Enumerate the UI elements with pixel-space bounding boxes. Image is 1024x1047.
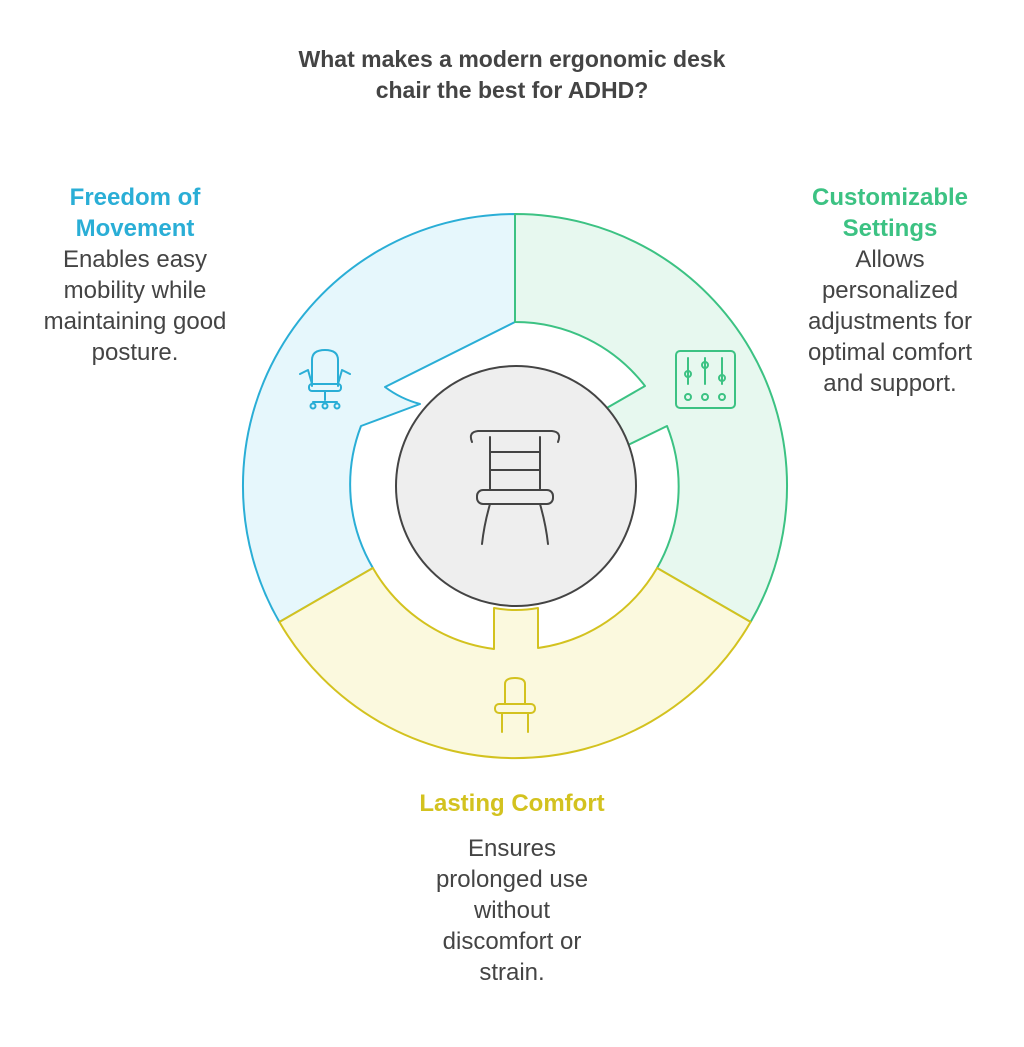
desc-freedom-line: posture. (91, 339, 179, 366)
desc-custom-line: adjustments for (807, 308, 973, 335)
desc-comfort-line: strain. (479, 959, 545, 986)
desc-comfort-line: without (473, 897, 551, 924)
desc-custom-line: and support. (823, 370, 957, 397)
desc-comfort: Ensures prolonged use without discomfort… (412, 833, 612, 988)
desc-custom: Allows personalized adjustments for opti… (780, 244, 1000, 399)
label-custom: Customizable Settings Allows personalize… (780, 182, 1000, 399)
desc-comfort-line: Ensures (467, 835, 557, 862)
heading-custom-line-1: Customizable (811, 184, 969, 211)
desc-comfort-line: discomfort or (442, 928, 582, 955)
desc-custom-line: Allows (855, 246, 925, 273)
simple-chair-icon (494, 677, 536, 733)
title-line-1: What makes a modern ergonomic desk (298, 46, 726, 72)
center-circle (395, 365, 637, 607)
heading-freedom-line-2: Movement (75, 215, 195, 242)
diagram-title: What makes a modern ergonomic desk chair… (212, 44, 812, 106)
desk-chair-icon (469, 430, 561, 545)
label-freedom: Freedom of Movement Enables easy mobilit… (20, 182, 250, 368)
label-comfort: Lasting Comfort Ensures prolonged use wi… (362, 788, 662, 988)
office-chair-icon (299, 349, 351, 410)
desc-comfort-line: prolonged use (435, 866, 589, 893)
segment-freedom (242, 213, 516, 623)
desc-freedom-line: mobility while (63, 277, 207, 304)
desc-freedom-line: maintaining good (43, 308, 227, 335)
heading-custom-line-2: Settings (842, 215, 938, 242)
segment-comfort (278, 567, 752, 760)
desc-custom-line: optimal comfort (807, 339, 973, 366)
sliders-icon (675, 350, 736, 409)
heading-freedom-line-1: Freedom of (69, 184, 201, 211)
desc-custom-line: personalized (821, 277, 959, 304)
heading-custom: Customizable Settings (780, 182, 1000, 244)
heading-comfort: Lasting Comfort (419, 790, 605, 817)
heading-freedom: Freedom of Movement (20, 182, 250, 244)
desc-freedom-line: Enables easy (62, 246, 208, 273)
title-line-2: chair the best for ADHD? (375, 77, 649, 103)
desc-freedom: Enables easy mobility while maintaining … (20, 244, 250, 368)
